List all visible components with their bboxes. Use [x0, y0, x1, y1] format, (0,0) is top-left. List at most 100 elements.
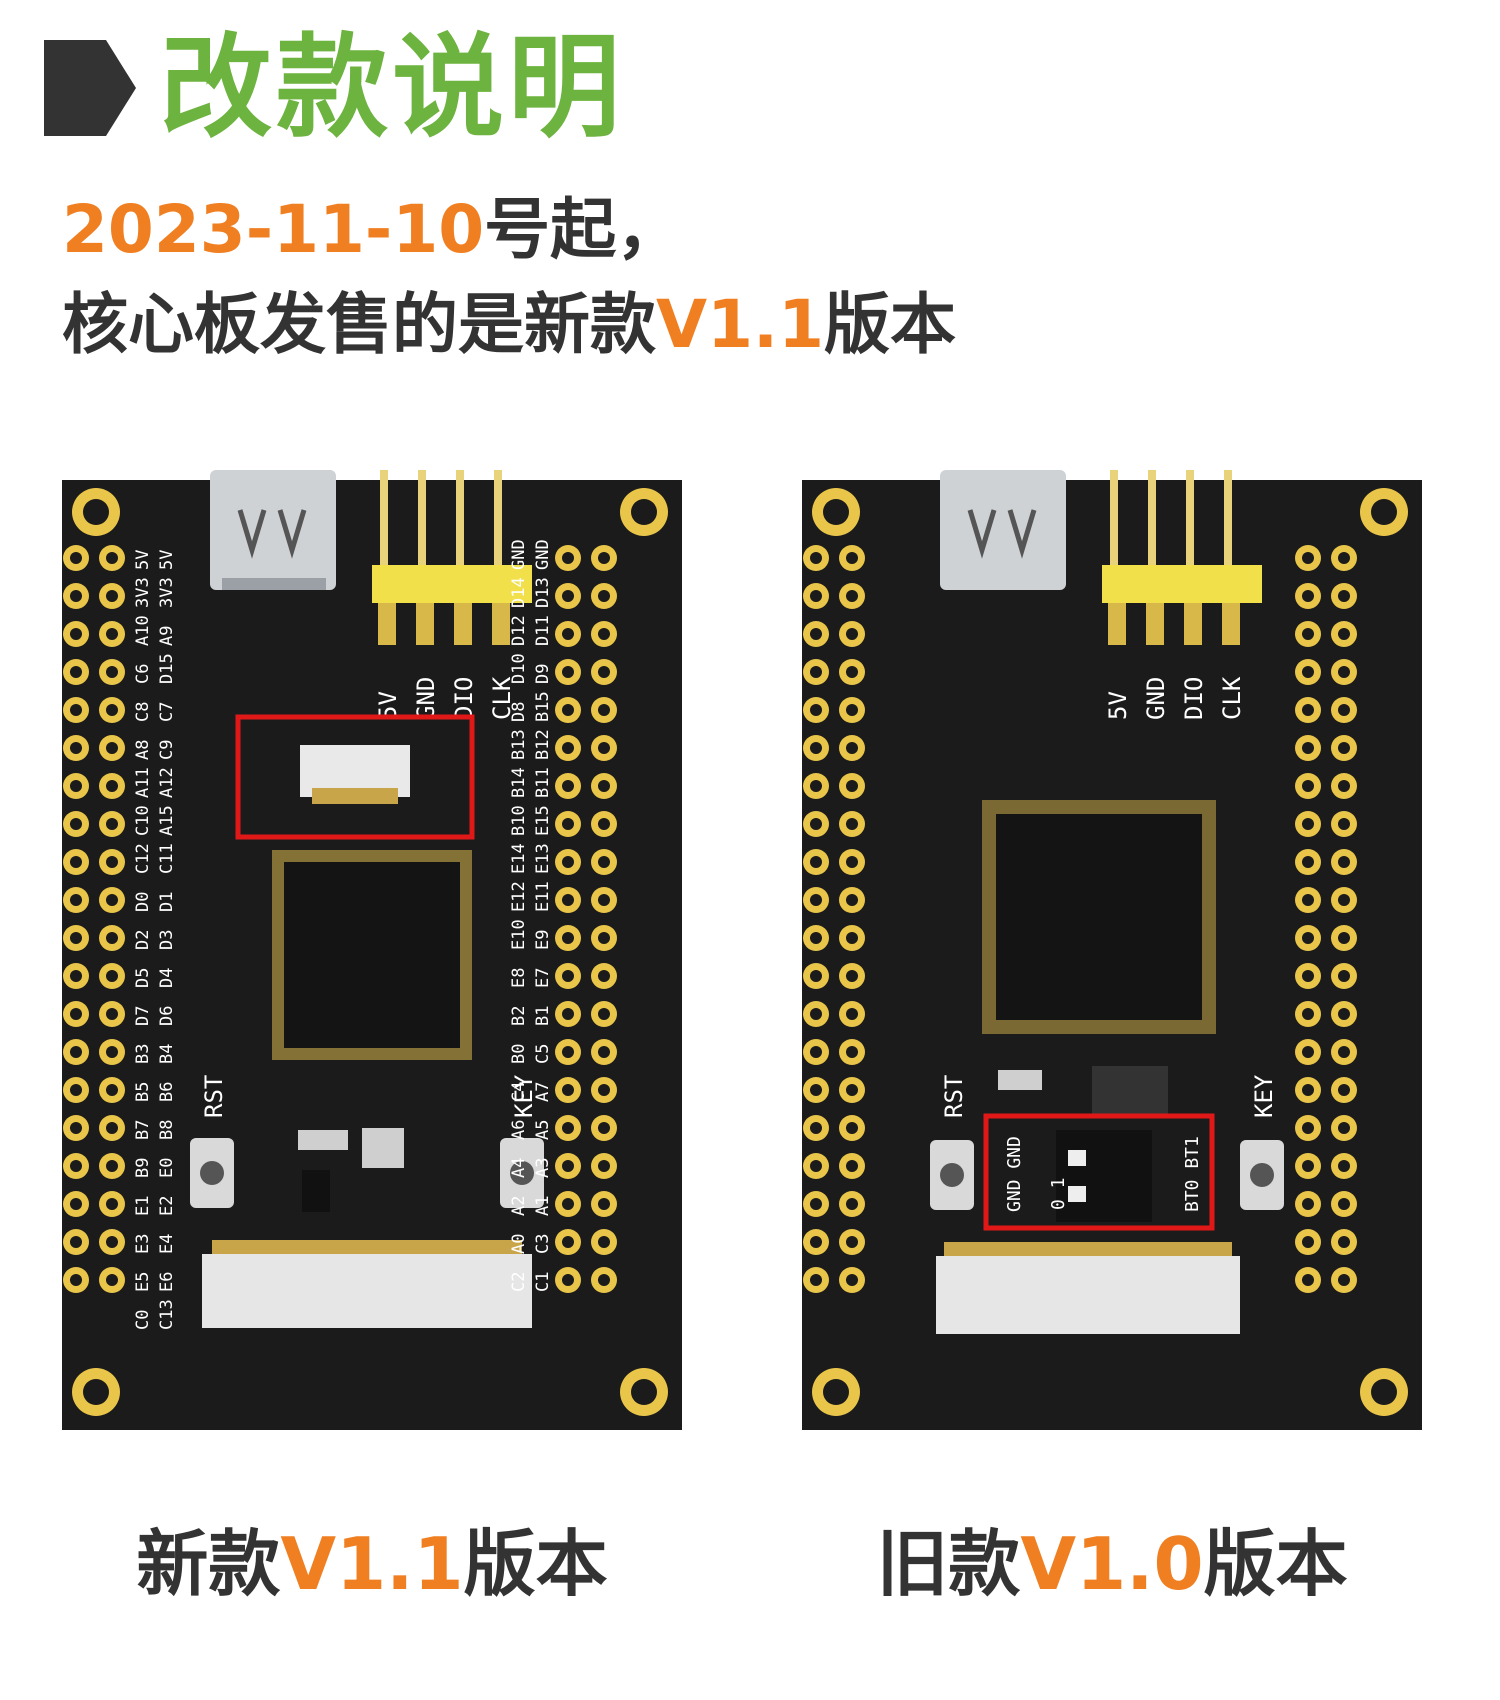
- pin-label: E0: [157, 1158, 177, 1178]
- pad-hole: [598, 1008, 610, 1020]
- pad-hole: [562, 856, 574, 868]
- pad-hole: [106, 666, 118, 678]
- pin-label: A10: [133, 615, 153, 646]
- rst-label: RST: [200, 1075, 228, 1118]
- pad-hole: [562, 1236, 574, 1248]
- pad-hole: [1302, 1198, 1314, 1210]
- pin-label: B2: [509, 1006, 529, 1026]
- pad-hole: [1302, 1160, 1314, 1172]
- pad-hole: [106, 1046, 118, 1058]
- pin-label: B12: [533, 729, 553, 760]
- pin-label: D6: [157, 1006, 177, 1026]
- pad-hole: [846, 1008, 858, 1020]
- pad-hole: [106, 818, 118, 830]
- pin-label: B4: [157, 1044, 177, 1064]
- pin-label: A9: [157, 626, 177, 646]
- pad-hole: [598, 818, 610, 830]
- pad-hole: [106, 856, 118, 868]
- notice-line2-prefix: 核心板发售的是新款: [62, 286, 656, 363]
- pin-label: 5V: [157, 550, 177, 570]
- pad-hole: [846, 818, 858, 830]
- pad-hole: [562, 628, 574, 640]
- pad-hole: [1302, 1236, 1314, 1248]
- pad-hole: [70, 1008, 82, 1020]
- pad-hole: [106, 1122, 118, 1134]
- pin-label: B15: [533, 691, 553, 722]
- pad-hole: [106, 780, 118, 792]
- pad-hole: [106, 1160, 118, 1172]
- pad-hole: [1302, 1008, 1314, 1020]
- pad-hole: [1338, 894, 1350, 906]
- pin-label: C5: [533, 1044, 553, 1064]
- pad-hole: [70, 894, 82, 906]
- pad-hole: [70, 932, 82, 944]
- pad-hole: [1302, 742, 1314, 754]
- pad-hole: [106, 894, 118, 906]
- pad-hole: [810, 970, 822, 982]
- pin-label: A1: [533, 1196, 553, 1216]
- pad-hole: [70, 1160, 82, 1172]
- mcu-chip: [996, 814, 1202, 1020]
- pad-hole: [70, 1046, 82, 1058]
- pad-hole: [810, 1046, 822, 1058]
- pad-hole: [846, 932, 858, 944]
- notice-line-1: 2023-11-10号起，: [62, 190, 682, 270]
- key-button: [1240, 1140, 1284, 1210]
- pad-hole: [562, 742, 574, 754]
- header-pin-label: DIO: [450, 677, 478, 720]
- pin-label: A3: [533, 1158, 553, 1178]
- pad-hole: [846, 970, 858, 982]
- pad-hole: [846, 856, 858, 868]
- pad-hole: [1302, 552, 1314, 564]
- pad-hole: [810, 1160, 822, 1172]
- old-board-caption: 旧款V1.0版本: [802, 1505, 1422, 1610]
- pin-label: 5V: [133, 550, 153, 570]
- pad-hole: [1302, 1122, 1314, 1134]
- pin-label: E9: [533, 930, 553, 950]
- pad-hole: [1338, 1274, 1350, 1286]
- pad-hole: [810, 628, 822, 640]
- pad-hole: [562, 590, 574, 602]
- pad-hole: [562, 1084, 574, 1096]
- pin-label: B0: [509, 1044, 529, 1064]
- header-pin-label: CLK: [1218, 676, 1246, 720]
- pad-hole: [810, 856, 822, 868]
- pad-hole: [70, 1122, 82, 1134]
- pin-label: C0: [133, 1310, 153, 1330]
- pad-hole: [846, 552, 858, 564]
- pad-hole: [70, 1084, 82, 1096]
- pad-hole: [810, 1084, 822, 1096]
- reset-button: [930, 1140, 974, 1210]
- pad-hole: [598, 894, 610, 906]
- pad-hole: [1338, 932, 1350, 944]
- caption-version: V1.1: [280, 1522, 464, 1606]
- pin-label: C10: [133, 805, 153, 836]
- mcu-chip: [284, 862, 460, 1048]
- usb-c-port: [940, 470, 1066, 590]
- pad-hole: [562, 552, 574, 564]
- pad-hole: [106, 1008, 118, 1020]
- pad-hole: [1302, 1274, 1314, 1286]
- notice-line1-suffix: 号起，: [484, 191, 683, 268]
- pad-hole: [1338, 1160, 1350, 1172]
- pin-label: C11: [157, 843, 177, 874]
- pad-hole: [1338, 1198, 1350, 1210]
- pad-hole: [70, 856, 82, 868]
- pad-hole: [1338, 628, 1350, 640]
- pad-hole: [810, 552, 822, 564]
- pad-hole: [1302, 1084, 1314, 1096]
- pad-hole: [1302, 818, 1314, 830]
- pad-hole: [106, 590, 118, 602]
- pin-label: A7: [533, 1082, 553, 1102]
- page-title: 改款说明: [160, 23, 624, 153]
- pin-label: D0: [133, 892, 153, 912]
- pad-hole: [810, 704, 822, 716]
- pin-label: D9: [533, 664, 553, 684]
- pad-hole: [70, 666, 82, 678]
- pad-hole: [106, 932, 118, 944]
- switch-right-label: BT0 BT1: [1182, 1136, 1203, 1212]
- switch-left-label: GND GND: [1004, 1136, 1025, 1212]
- pin-label: B8: [157, 1120, 177, 1140]
- pin-label: B9: [133, 1158, 153, 1178]
- pad-hole: [846, 742, 858, 754]
